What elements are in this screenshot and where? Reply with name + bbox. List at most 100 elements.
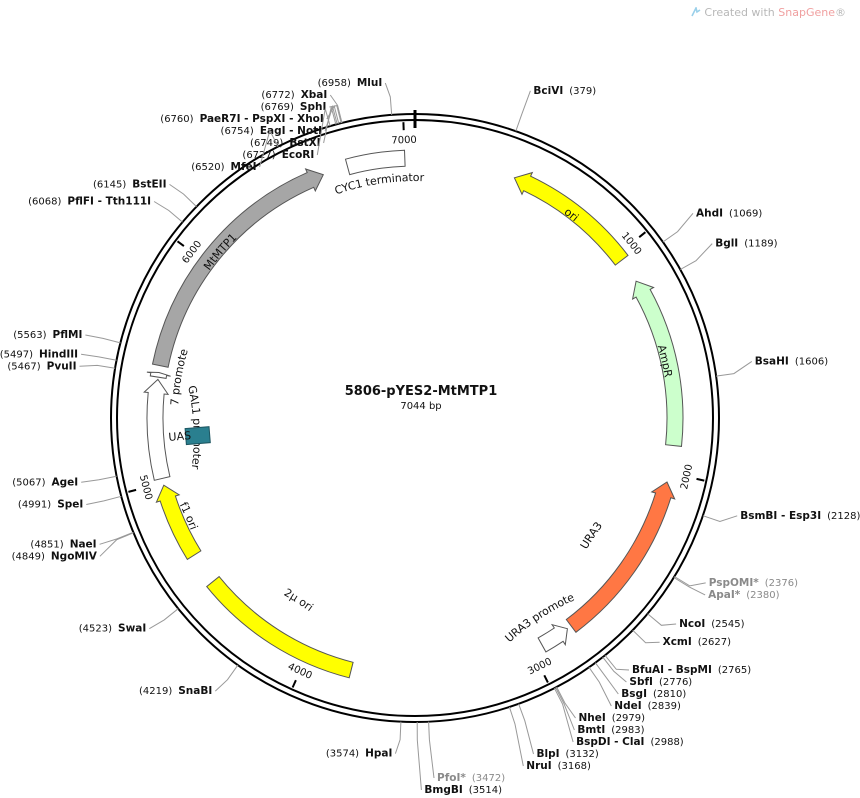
site-name-paer7i-pspxi-xhoi: PaeR7I - PspXI - XhoI: [200, 113, 324, 125]
site-bsmbi-esp3i[interactable]: BsmBI - Esp3I(2128): [702, 510, 860, 523]
site-label-sbfi: SbfI(2776): [629, 676, 692, 688]
site-hindiii[interactable]: (5497)HindIII: [0, 348, 117, 361]
site-leader-nrui: [508, 706, 524, 767]
tick-label-3000: 3000: [526, 656, 554, 677]
site-leader-mlui: [384, 82, 393, 115]
site-ahdi[interactable]: AhdI(1069): [662, 207, 762, 243]
site-label-bcivi: BciVI(379): [533, 85, 596, 97]
site-label-bsgi: BsgI (2810): [621, 688, 686, 700]
site-sphi[interactable]: (6769)SphI: [261, 101, 342, 124]
site-bsteii[interactable]: (6145)BstEII: [93, 178, 197, 207]
plasmid-length: 7044 bp: [400, 401, 441, 412]
site-naei[interactable]: (4851)NaeI: [30, 531, 134, 550]
site-label-pflfi-tth111i: (6068)PflFI - Tth111I: [28, 196, 151, 208]
feature-shape-t7-promoter: [146, 371, 171, 379]
site-bmgbi[interactable]: BmgBI (3514): [416, 721, 502, 796]
site-label-nhei: NheI(2979): [579, 712, 646, 724]
site-label-ngomiv: (4849)NgoMIV: [12, 550, 98, 562]
site-spei[interactable]: (4991)SpeI: [18, 495, 122, 511]
site-name-mlui: MluI: [357, 77, 382, 89]
site-bspdi-clai[interactable]: BspDI - ClaI(2988): [553, 687, 684, 748]
site-name-swai: SwaI: [118, 623, 146, 635]
site-sbfi[interactable]: SbfI(2776): [602, 656, 693, 688]
site-pos-bmgbi: (3514): [469, 785, 502, 796]
feature-uas[interactable]: UAS: [168, 426, 211, 446]
site-name-apai: ApaI*: [708, 589, 741, 601]
site-pos-hindiii: (5497): [0, 349, 33, 360]
site-bmti[interactable]: BmtI(2983): [555, 687, 645, 737]
site-hpai[interactable]: (3574)HpaI: [326, 721, 402, 760]
feature-shape-mtmtp1: [151, 168, 325, 368]
site-pos-pvuii: (5467): [7, 361, 40, 372]
site-name-eagi-noti: EagI - NotI: [260, 125, 322, 137]
site-pos-bsgi: (2810): [653, 689, 686, 700]
site-apai[interactable]: ApaI*(2380): [673, 577, 780, 601]
site-bsgi[interactable]: BsgI (2810): [594, 662, 686, 700]
site-swai[interactable]: (4523)SwaI: [79, 608, 179, 635]
site-pflfi-tth111i[interactable]: (6068)PflFI - Tth111I: [28, 196, 183, 223]
site-leader-ndei: [588, 667, 612, 707]
site-name-sphi: SphI: [300, 101, 326, 113]
site-agei[interactable]: (5067)AgeI: [12, 475, 117, 488]
site-label-ahdi: AhdI(1069): [696, 207, 762, 219]
site-mfei[interactable]: (6520)MfeI: [191, 129, 279, 174]
feature-shape-gal1-promoter: [143, 378, 171, 481]
site-leader-sphi: [329, 105, 342, 124]
site-pos-bsteii: (6145): [93, 179, 126, 190]
site-ndei[interactable]: NdeI(2839): [588, 667, 681, 712]
site-pos-nrui: (3168): [558, 761, 591, 772]
feature-ori[interactable]: ori: [487, 171, 634, 285]
site-label-bspdi-clai: BspDI - ClaI(2988): [576, 736, 684, 748]
site-name-bsgi: BsgI: [621, 688, 647, 700]
site-name-xcmi: XcmI: [663, 636, 692, 648]
site-pos-bfuai-bspmi: (2765): [718, 665, 751, 676]
site-bgli[interactable]: BglI(1189): [680, 238, 778, 270]
site-pfoi[interactable]: PfoI*(3472): [428, 721, 506, 784]
tick-mark-4000: [291, 679, 297, 688]
feature-shape-ura3-promoter: [537, 623, 568, 653]
site-leader-ecori: [316, 108, 331, 156]
site-pos-hpai: (3574): [326, 749, 359, 760]
site-label-bfuai-bspmi: BfuAI - BspMI(2765): [632, 664, 751, 676]
site-pvuii[interactable]: (5467) PvuII: [7, 360, 116, 372]
site-name-pvuii: PvuII: [47, 360, 77, 372]
site-bfuai-bspmi[interactable]: BfuAI - BspMI(2765): [604, 654, 751, 676]
feature-2u-ori[interactable]: 2µ ori: [193, 561, 378, 679]
feature-f1-ori[interactable]: f1 ori: [154, 459, 207, 581]
site-pspomi[interactable]: PspOMI*(2376): [674, 576, 798, 589]
site-nhei[interactable]: NheI(2979): [556, 686, 646, 724]
site-snabi[interactable]: (4219)SnaBI: [139, 664, 239, 697]
site-leader-xcmi: [632, 629, 660, 644]
site-pflmi[interactable]: (5563)PflMI: [13, 329, 121, 344]
backbone-inner-ring: [116, 119, 714, 717]
feature-ampr[interactable]: AmpR: [617, 261, 684, 472]
site-nrui[interactable]: NruI(3168): [508, 706, 591, 772]
snapgene-credit: Created with SnapGene®: [691, 6, 846, 19]
site-ngomiv[interactable]: (4849)NgoMIV: [12, 532, 134, 563]
site-leader-bfuai-bspmi: [604, 654, 630, 671]
site-leader-pvuii: [79, 364, 116, 369]
site-xbai[interactable]: (6772)XbaI: [261, 89, 343, 124]
site-ecori[interactable]: (6727)EcoRI: [242, 108, 331, 161]
site-name-bmgbi: BmgBI: [424, 784, 462, 796]
site-leader-apai: [673, 577, 706, 596]
feature-cyc1-terminator[interactable]: CYC1 terminator: [328, 149, 431, 197]
feature-ura3[interactable]: URA3: [550, 455, 676, 645]
credit-prefix: Created with: [704, 6, 779, 19]
site-label-swai: (4523)SwaI: [79, 623, 147, 635]
site-bcivi[interactable]: BciVI(379): [515, 85, 596, 132]
site-leader-mfei: [259, 129, 279, 168]
site-pos-agei: (5067): [12, 477, 45, 488]
site-xcmi[interactable]: XcmI(2627): [632, 629, 731, 648]
site-pos-blpi: (3132): [566, 749, 599, 760]
feature-label-text-cyc1-terminator: CYC1 terminator: [333, 171, 425, 197]
site-name-pflfi-tth111i: PflFI - Tth111I: [67, 196, 151, 208]
site-pos-ngomiv: (4849): [12, 551, 45, 562]
site-blpi[interactable]: BlpI(3132): [518, 703, 599, 760]
site-mlui[interactable]: (6958)MluI: [318, 77, 393, 115]
site-bsahi[interactable]: BsaHI(1606): [716, 355, 828, 377]
site-name-sbfi: SbfI: [629, 676, 653, 688]
site-leader-ncoi: [647, 613, 677, 626]
site-ncoi[interactable]: NcoI(2545): [647, 613, 745, 630]
site-pos-naei: (4851): [30, 539, 63, 550]
